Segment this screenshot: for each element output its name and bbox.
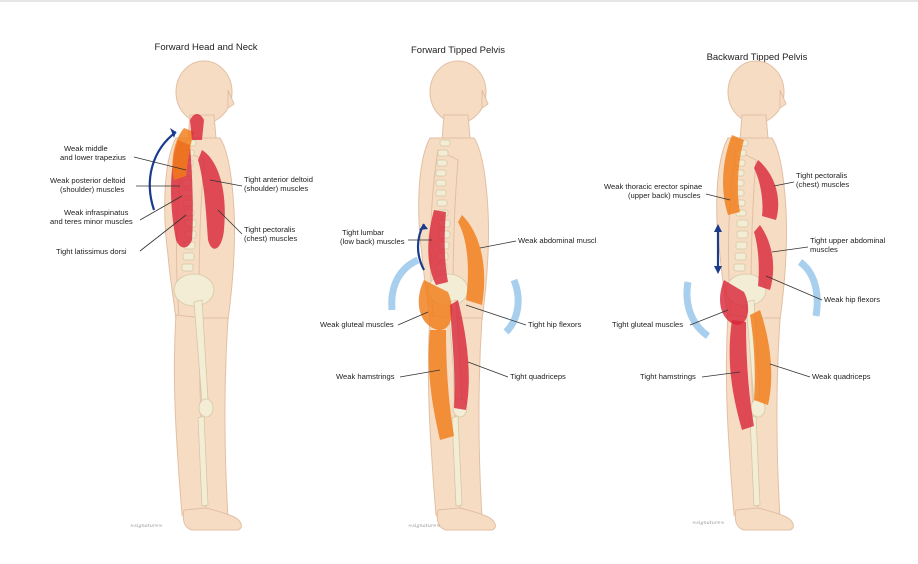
thoracic-erector-muscle bbox=[723, 135, 744, 215]
leader-line bbox=[771, 246, 809, 253]
label-weak-thoracic-erector-spinae-2: (upper back) muscles bbox=[628, 191, 701, 200]
leader-line bbox=[467, 361, 509, 378]
pectoralis-muscle bbox=[754, 160, 779, 220]
panel-3-figure bbox=[683, 60, 821, 531]
pectoralis-muscle bbox=[198, 150, 225, 249]
label-tight-upper-abdominal: Tight upper abdominal bbox=[810, 236, 886, 245]
label-tight-lumbar-2: (low back) muscles bbox=[340, 237, 405, 246]
label-weak-posterior-deltoid-2: (shoulder) muscles bbox=[60, 185, 124, 194]
panel-2-title: Forward Tipped Pelvis bbox=[411, 45, 505, 56]
abdominal-muscle bbox=[458, 215, 485, 305]
label-tight-pectoralis: Tight pectoralis bbox=[244, 225, 295, 234]
label-tight-gluteal: Tight gluteal muscles bbox=[612, 320, 683, 329]
label-weak-hamstrings: Weak hamstrings bbox=[336, 372, 395, 381]
label-weak-gluteal: Weak gluteal muscles bbox=[320, 320, 394, 329]
label-weak-quadriceps: Weak quadriceps bbox=[812, 372, 871, 381]
leader-line bbox=[133, 156, 187, 171]
light-blue-arrow bbox=[797, 259, 821, 317]
lumbar-muscle bbox=[428, 210, 448, 285]
top-border bbox=[0, 0, 918, 2]
panel-forward-head-neck: Forward Head and Neck Weak middle and lo… bbox=[50, 42, 313, 531]
panel-3-title: Backward Tipped Pelvis bbox=[707, 52, 808, 63]
neck-muscle bbox=[190, 114, 204, 140]
gluteal-muscle bbox=[418, 280, 453, 331]
artist-signature: ≈signature≈ bbox=[408, 523, 441, 529]
leader-line bbox=[689, 309, 729, 326]
label-tight-hip-flexors: Tight hip flexors bbox=[528, 320, 582, 329]
leader-line bbox=[765, 275, 823, 301]
label-tight-upper-abdominal-2: muscles bbox=[810, 245, 838, 254]
leader-line bbox=[139, 214, 187, 252]
label-weak-posterior-deltoid: Weak posterior deltoid bbox=[50, 176, 125, 185]
panel-backward-tipped-pelvis: Backward Tipped Pelvis Weak thoracic ere… bbox=[604, 52, 886, 531]
artist-signature: ≈signature≈ bbox=[692, 520, 725, 526]
leader-line bbox=[479, 240, 517, 249]
label-tight-pectoralis-3b: (chest) muscles bbox=[796, 180, 849, 189]
label-weak-abdominal: Weak abdominal muscl bbox=[518, 236, 597, 245]
panel-2-figure bbox=[388, 60, 522, 531]
upper-abdominal-muscle bbox=[754, 225, 774, 290]
label-tight-pectoralis-2: (chest) muscles bbox=[244, 234, 297, 243]
label-tight-anterior-deltoid: Tight anterior deltoid bbox=[244, 175, 313, 184]
trapezius-muscle bbox=[172, 128, 194, 180]
panel-1-figure bbox=[148, 60, 242, 531]
leader-line bbox=[465, 304, 527, 326]
gluteal-muscle bbox=[720, 280, 749, 326]
label-weak-hip-flexors: Weak hip flexors bbox=[824, 295, 880, 304]
panel-forward-tipped-pelvis: Forward Tipped Pelvis Tight lumbar (low … bbox=[320, 45, 597, 531]
label-tight-quadriceps: Tight quadriceps bbox=[510, 372, 566, 381]
light-blue-arrow bbox=[388, 256, 420, 311]
light-blue-arrow bbox=[683, 281, 711, 339]
label-tight-anterior-deltoid-2: (shoulder) muscles bbox=[244, 184, 308, 193]
leader-line bbox=[209, 179, 243, 187]
hamstring-muscle bbox=[428, 330, 454, 440]
blue-arrow bbox=[148, 131, 177, 211]
leader-line bbox=[769, 363, 811, 378]
leader-line bbox=[397, 311, 429, 326]
leader-line bbox=[139, 195, 183, 221]
hamstring-muscle bbox=[729, 320, 754, 430]
label-weak-infraspinatus-2: and teres minor muscles bbox=[50, 217, 133, 226]
label-tight-pectoralis-3: Tight pectoralis bbox=[796, 171, 847, 180]
panel-1-title: Forward Head and Neck bbox=[155, 42, 258, 53]
leader-line bbox=[399, 369, 441, 378]
label-tight-lumbar: Tight lumbar bbox=[342, 228, 384, 237]
light-blue-arrow bbox=[503, 278, 522, 335]
label-weak-thoracic-erector-spinae: Weak thoracic erector spinae bbox=[604, 182, 702, 191]
quadriceps-muscle bbox=[750, 310, 772, 405]
hip-flexor-quadriceps-muscle bbox=[450, 300, 469, 410]
leader-line bbox=[701, 371, 741, 378]
label-weak-infraspinatus: Weak infraspinatus bbox=[64, 208, 129, 217]
leader-line bbox=[773, 181, 795, 187]
label-weak-middle-lower-trapezius-2: and lower trapezius bbox=[60, 153, 126, 162]
artist-signature: ≈signature≈ bbox=[130, 523, 163, 529]
leader-line bbox=[705, 193, 731, 201]
leader-line bbox=[217, 209, 243, 235]
label-weak-middle-lower-trapezius: Weak middle bbox=[64, 144, 108, 153]
label-tight-latissimus-dorsi: Tight latissimus dorsi bbox=[56, 247, 127, 256]
label-tight-hamstrings: Tight hamstrings bbox=[640, 372, 696, 381]
